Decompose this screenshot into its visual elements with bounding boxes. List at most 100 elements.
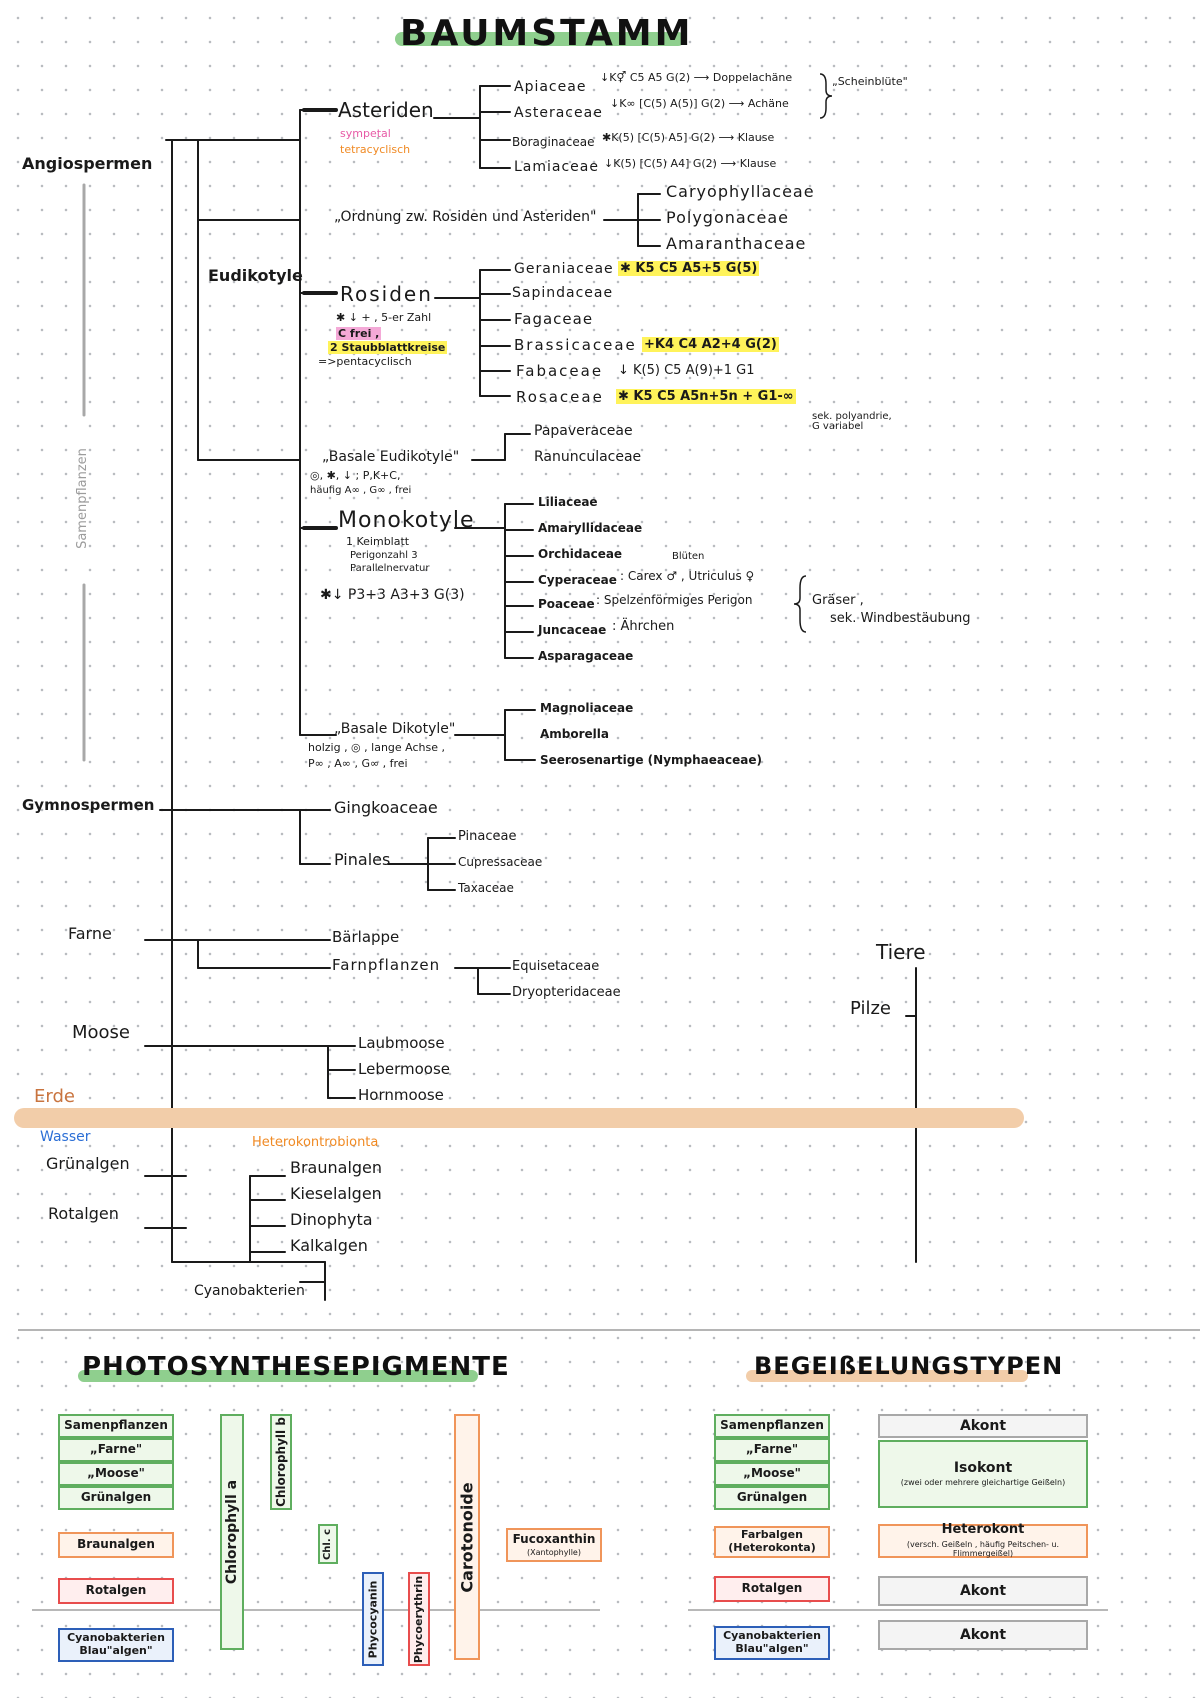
family-sapindaceae: Sapindaceae [512,285,614,301]
pigment-fucoxanthin: Fucoxanthin (Xantophylle) [506,1528,602,1562]
family-gingkoaceae: Gingkoaceae [334,798,438,817]
geissel-farbalgen-line2: (Heterokonta) [728,1541,816,1554]
family-geraniaceae: Geraniaceae [514,261,614,277]
photo-title-highlight [78,1370,478,1382]
pigment-phycoerythrin: Phycoerythrin [408,1572,430,1666]
monokotyle-note-perigon: Perigonzahl 3 [350,550,418,561]
group-laubmoose: Laubmoose [358,1034,445,1052]
title-highlight [395,32,685,46]
photo-cyano-line2: Blau"algen" [79,1644,153,1657]
group-pilze: Pilze [850,998,891,1019]
pigment-chlorophyll-a-label: Chlorophyll a [224,1479,240,1585]
type-heterokont: Heterokont (versch. Geißeln , häufig Pei… [878,1522,1088,1559]
group-angiospermen: Angiospermen [22,154,153,173]
asteriden-note-sympetal: sympetal [340,127,391,140]
family-equisetaceae: Equisetaceae [512,959,600,974]
geissel-title-highlight [746,1370,1028,1382]
pigment-carotinoide: Carotonoide [454,1414,480,1660]
group-lebermoose: Lebermoose [358,1060,450,1078]
family-polygonaceae: Polygonaceae [666,208,789,227]
type-heterokont-note: (versch. Geißeln , häufig Peitschen- u. … [906,1540,1060,1559]
family-juncaceae: Juncaceae [538,623,607,637]
photo-group-rotalgen: Rotalgen [58,1578,174,1604]
family-orchidaceae: Orchidaceae [538,547,623,561]
pigment-chlorophyll-b-label: Chlorophyll b [274,1417,289,1507]
group-farnpflanzen: Farnpflanzen [332,956,441,974]
photo-group-moose: „Moose" [58,1462,174,1486]
photo-group-cyano: Cyanobakterien Blau"algen" [58,1628,174,1662]
family-liliaceae: Liliaceae [538,495,598,509]
note-scheinbluete: „Scheinblüte" [832,75,908,88]
family-fabaceae: Fabaceae [516,362,604,380]
basale-eudikotyle-note2: häufig A∞ , G∞ , frei [310,485,412,496]
formula-lamiaceae: ↓K(5) [C(5) A4] G(2) ⟶ Klause [604,157,777,170]
formula-fabaceae: ↓ K(5) C5 A(9)+1 G1 [618,363,755,378]
label-erde: Erde [34,1086,75,1107]
note-blueten: Blüten [672,551,705,562]
formula-brassicaceae: +K4 C4 A2+4 G(2) [642,337,779,352]
photo-cyano-line1: Cyanobakterien [67,1631,165,1645]
monokotyle-note-parallel: Parallelnervatur [350,563,430,574]
formula-rosaceae-text: ✱ K5 C5 A5n+5n + G1-∞ [616,389,796,404]
family-poaceae: Poaceae [538,597,595,611]
rosaceae-note-variabel: G variabel [812,421,864,432]
clade-asteriden: Asteriden [338,98,434,122]
family-pinaceae: Pinaceae [458,829,517,844]
group-rotalgen: Rotalgen [48,1204,119,1223]
geissel-group-moose: „Moose" [714,1462,830,1486]
geissel-cyano-line2: Blau"algen" [735,1642,809,1655]
family-dryopteridaceae: Dryopteridaceae [512,985,621,1000]
group-kalkalgen: Kalkalgen [290,1236,368,1255]
group-gruenalgen: Grünalgen [46,1154,130,1173]
type-isokont-note: (zwei oder mehrere gleichartige Geißeln) [900,1478,1066,1488]
geissel-group-gruenalgen: Grünalgen [714,1486,830,1510]
geissel-group-rotalgen: Rotalgen [714,1576,830,1602]
note-windbestaeubung: sek. Windbestäubung [830,611,971,626]
photo-group-braunalgen: Braunalgen [58,1532,174,1558]
family-amaranthaceae: Amaranthaceae [666,234,807,253]
note-cyperaceae: : Carex ♂ , Utriculus ♀ [620,569,755,583]
family-cupressaceae: Cupressaceae [458,855,543,869]
type-isokont: Isokont (zwei oder mehrere gleichartige … [878,1440,1088,1508]
group-hornmoose: Hornmoose [358,1086,444,1104]
photo-title: PHOTOSYNTHESEPIGMENTE [82,1352,510,1382]
family-cyperaceae: Cyperaceae [538,573,617,587]
group-kieselalgen: Kieselalgen [290,1184,382,1203]
clade-basale-eudikotyle: „Basale Eudikotyle" [322,449,460,465]
formula-rosaceae: ✱ K5 C5 A5n+5n + G1-∞ [616,389,796,404]
group-farne: Farne [68,924,112,943]
pigment-chlorophyll-a: Chlorophyll a [220,1414,244,1650]
geissel-group-cyano: Cyanobakterien Blau"algen" [714,1626,830,1660]
formula-geraniaceae-text: ✱ K5 C5 A5+5 G(5) [618,261,760,276]
group-baerlappe: Bärlappe [332,928,400,946]
family-magnoliaceae: Magnoliaceae [540,701,634,715]
note-poaceae: : Spelzenförmiges Perigon [596,593,753,607]
formula-boraginaceae: ✱K(5) [C(5) A5] G(2) ⟶ Klause [602,131,775,144]
rosiden-note-staubblatt-text: 2 Staubblattkreise [328,341,448,354]
basale-dikotyle-note1: holzig , ◎ , lange Achse , [308,741,446,754]
rosaceae-note-polyandrie: sek. polyandrie, [812,411,892,422]
geissel-title: BEGEIßELUNGSTYPEN [754,1352,1064,1380]
family-ranunculaceae: Ranunculaceae [534,449,642,465]
family-amaryllidaceae: Amaryllidaceae [538,521,643,535]
family-asteraceae: Asteraceae [514,105,603,121]
geissel-group-farbalgen: Farbalgen (Heterokonta) [714,1526,830,1558]
type-akont-top: Akont [878,1414,1088,1438]
rosiden-note-staubblatt: 2 Staubblattkreise [328,341,448,354]
family-rosaceae: Rosaceae [516,388,604,406]
pigment-phycocyanin: Phycocyanin [362,1572,384,1666]
pigment-carotinoide-label: Carotonoide [457,1481,477,1593]
geissel-farbalgen-line1: Farbalgen [741,1528,803,1542]
group-moose: Moose [72,1022,131,1043]
label-wasser: Wasser [40,1129,91,1145]
family-lamiaceae: Lamiaceae [514,159,599,175]
basale-eudikotyle-note1: ◎, ✱, ↓ ; P,K+C, [310,469,401,482]
clade-rosiden: Rosiden [340,282,433,306]
pigment-chl-c-label: Chl. c [322,1528,334,1560]
group-braunalgen: Braunalgen [290,1158,383,1177]
clade-ordnung: „Ordnung zw. Rosiden und Asteriden" [334,209,597,225]
formula-geraniaceae: ✱ K5 C5 A5+5 G(5) [618,261,760,276]
pigment-xantophylle-label: (Xantophylle) [527,1548,581,1558]
formula-apiaceae: ↓K⚥ C5 A5 G(2) ⟶ Doppelachäne [600,71,793,84]
geissel-group-farne: „Farne" [714,1438,830,1462]
